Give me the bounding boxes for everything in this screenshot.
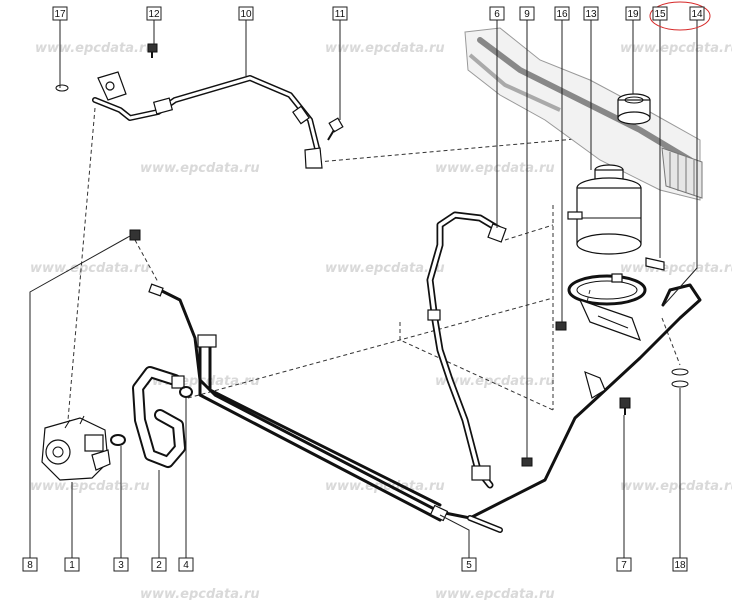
watermark: www.epcdata.ru <box>435 587 555 600</box>
callout-label: 1 <box>69 560 75 571</box>
callout-label: 13 <box>585 9 597 20</box>
watermark: www.epcdata.ru <box>620 261 732 276</box>
callout-label: 15 <box>654 9 666 20</box>
reservoir-assembly <box>567 93 665 341</box>
callout-8[interactable]: 8 <box>22 557 38 572</box>
steering-rack <box>464 27 703 201</box>
bolt-9 <box>521 457 533 467</box>
clip-15 <box>645 257 665 271</box>
reservoir-cap <box>617 93 651 125</box>
callout-10[interactable]: 10 <box>238 6 254 21</box>
callout-label: 12 <box>148 9 160 20</box>
watermark: www.epcdata.ru <box>620 479 732 494</box>
watermark: www.epcdata.ru <box>140 587 260 600</box>
watermark: www.epcdata.ru <box>325 41 445 56</box>
callout-4[interactable]: 4 <box>178 557 194 572</box>
hose-6 <box>426 211 507 489</box>
pipe-10 <box>92 71 323 169</box>
watermark: www.epcdata.ru <box>30 261 150 276</box>
callout-label: 3 <box>118 560 124 571</box>
watermark: www.epcdata.ru <box>140 161 260 176</box>
pressure-lines <box>148 283 702 533</box>
callout-label: 19 <box>627 9 639 20</box>
reservoir <box>567 164 642 255</box>
callout-label: 9 <box>524 9 530 20</box>
callout-16[interactable]: 16 <box>554 6 570 21</box>
o-ring-18 <box>671 368 689 388</box>
callout-label: 5 <box>466 560 472 571</box>
bolt-7 <box>619 397 631 415</box>
callout-label: 18 <box>674 560 686 571</box>
callout-12[interactable]: 12 <box>146 6 162 21</box>
reservoir-bracket <box>567 273 647 341</box>
callout-19[interactable]: 19 <box>625 6 641 21</box>
callout-13[interactable]: 13 <box>583 6 599 21</box>
bolt-16 <box>555 321 567 331</box>
callout-label: 2 <box>156 560 162 571</box>
callouts: 17 12 10 11 6 9 16 13 <box>22 6 705 572</box>
watermark: www.epcdata.ru <box>435 161 555 176</box>
callout-label: 7 <box>621 560 627 571</box>
clamp-3 <box>110 434 126 446</box>
watermark: www.epcdata.ru <box>620 41 732 56</box>
callout-6[interactable]: 6 <box>489 6 505 21</box>
callout-5[interactable]: 5 <box>461 557 477 572</box>
callout-label: 14 <box>691 9 703 20</box>
callout-7[interactable]: 7 <box>616 557 632 572</box>
callout-17[interactable]: 17 <box>52 6 68 21</box>
watermark: www.epcdata.ru <box>435 374 555 389</box>
callout-label: 17 <box>54 9 66 20</box>
o-ring-17 <box>55 84 69 92</box>
highlight-ring <box>649 1 711 31</box>
bolt-12 <box>147 43 158 58</box>
callout-18[interactable]: 18 <box>672 557 688 572</box>
callout-9[interactable]: 9 <box>519 6 535 21</box>
callout-11[interactable]: 11 <box>332 6 348 21</box>
callout-14[interactable]: 14 <box>689 6 705 21</box>
callout-label: 6 <box>494 9 500 20</box>
callout-3[interactable]: 3 <box>113 557 129 572</box>
callout-label: 10 <box>240 9 252 20</box>
callout-1[interactable]: 1 <box>64 557 80 572</box>
clamp-4 <box>179 386 193 398</box>
callout-label: 4 <box>183 560 189 571</box>
pump-1 <box>41 415 111 481</box>
callout-label: 8 <box>27 560 33 571</box>
watermark: www.epcdata.ru <box>35 41 155 56</box>
callout-label: 11 <box>335 9 346 20</box>
watermark: www.epcdata.ru <box>325 479 445 494</box>
watermark: www.epcdata.ru <box>30 479 150 494</box>
bolt-11 <box>327 117 344 141</box>
leader-lines <box>29 20 698 558</box>
callout-label: 16 <box>556 9 568 20</box>
callout-2[interactable]: 2 <box>151 557 167 572</box>
watermark: www.epcdata.ru <box>325 261 445 276</box>
callout-15[interactable]: 15 <box>652 6 668 21</box>
bolt-8 <box>129 229 141 241</box>
hose-2 <box>132 366 186 468</box>
rack-boot <box>661 147 703 199</box>
